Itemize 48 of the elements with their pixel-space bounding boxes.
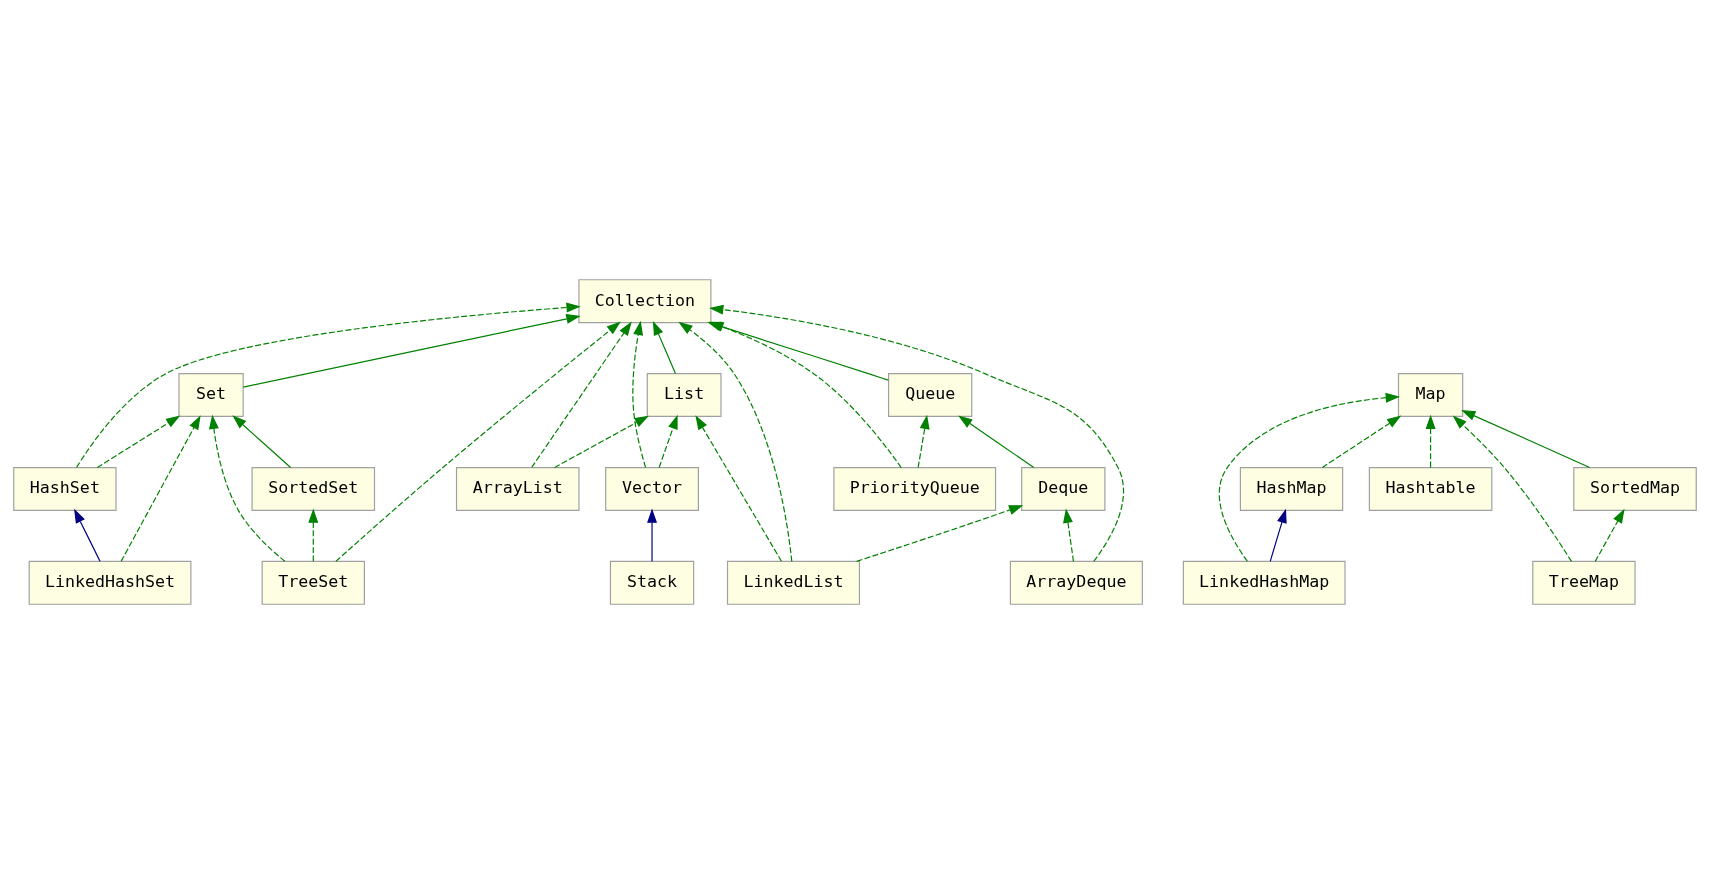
arrow (1425, 414, 1436, 468)
arrow (658, 414, 678, 468)
arrow (231, 414, 291, 468)
arrow (96, 415, 180, 468)
node-box: Hashtable (1368, 466, 1492, 511)
node-box: List (646, 372, 722, 417)
arrow (530, 321, 632, 468)
node-box: TreeMap (1531, 560, 1636, 605)
node-box: Collection (577, 278, 711, 323)
arrow (855, 504, 1023, 562)
node-box: SortedMap (1572, 466, 1697, 511)
arrow (208, 414, 285, 562)
arrow (957, 414, 1034, 468)
arrow (73, 508, 101, 562)
arrow (307, 508, 318, 562)
node-box: LinkedList (726, 560, 860, 605)
node-box: Map (1397, 372, 1463, 417)
node-box: HashSet (12, 466, 117, 511)
arrow (334, 321, 621, 562)
node-box: Stack (609, 560, 694, 605)
arrow (1269, 508, 1287, 562)
node-box: Deque (1020, 466, 1105, 511)
arrow (1218, 392, 1400, 562)
arrow (1452, 415, 1572, 562)
node-box: Vector (604, 466, 699, 511)
node-box: LinkedHashMap (1182, 560, 1346, 605)
arrow (652, 320, 676, 374)
arrow (1321, 415, 1401, 468)
arrow (917, 414, 930, 468)
node-box: HashMap (1239, 466, 1343, 511)
node-box: SortedSet (251, 466, 375, 511)
node-box: Queue (887, 372, 972, 417)
node-box: ArrayDeque (1009, 560, 1143, 605)
arrow (631, 320, 646, 468)
arrow (1062, 508, 1074, 562)
arrow (75, 302, 581, 468)
arrow (646, 508, 657, 562)
node-box: ArrayList (455, 466, 580, 511)
arrow (1460, 409, 1590, 468)
arrow (694, 414, 782, 562)
node-box: LinkedHashSet (28, 560, 191, 605)
arrow (553, 415, 649, 468)
node-box: PriorityQueue (832, 466, 996, 511)
node-box: TreeSet (261, 560, 365, 605)
arrow (242, 313, 581, 388)
arrow (1594, 508, 1625, 562)
node-box: Set (177, 372, 244, 417)
arrow (120, 414, 201, 562)
